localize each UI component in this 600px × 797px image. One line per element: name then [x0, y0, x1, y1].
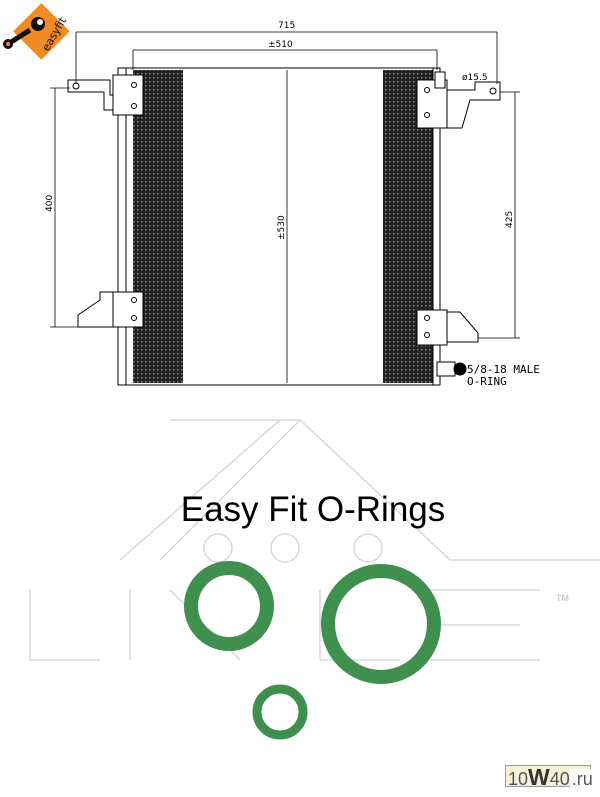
- o-ring-large: [321, 564, 441, 684]
- dim-pipe: ø15.5: [462, 73, 488, 83]
- wm-part4: .ru: [569, 769, 595, 789]
- mount-brackets: [67, 71, 501, 377]
- dimension-lines: [50, 31, 520, 383]
- radiator-core: [117, 67, 441, 386]
- wm-part1: 10: [508, 769, 529, 789]
- dim-overall-width: 715: [278, 21, 295, 31]
- wm-part2: W: [528, 764, 550, 790]
- o-ring-small: [252, 684, 308, 740]
- dim-core-width: ±510: [268, 40, 293, 50]
- dim-left-mount: 400: [45, 195, 55, 212]
- o-rings: [184, 561, 441, 740]
- fitting-note-1: 5/8-18 MALE: [467, 363, 540, 376]
- title: Easy Fit O-Rings: [180, 490, 446, 529]
- wm-part3: 40: [549, 769, 570, 789]
- site-watermark: 10W40.ru: [505, 764, 595, 790]
- trademark: TM: [556, 593, 569, 603]
- o-ring-medium: [184, 561, 274, 651]
- nrf-watermark: [29, 419, 600, 661]
- fitting-note-2: O-RING: [467, 375, 507, 388]
- easyfit-logo: easyfit: [3, 3, 70, 60]
- dim-right-mount: 425: [505, 211, 515, 228]
- dim-core-height: ±530: [277, 215, 287, 240]
